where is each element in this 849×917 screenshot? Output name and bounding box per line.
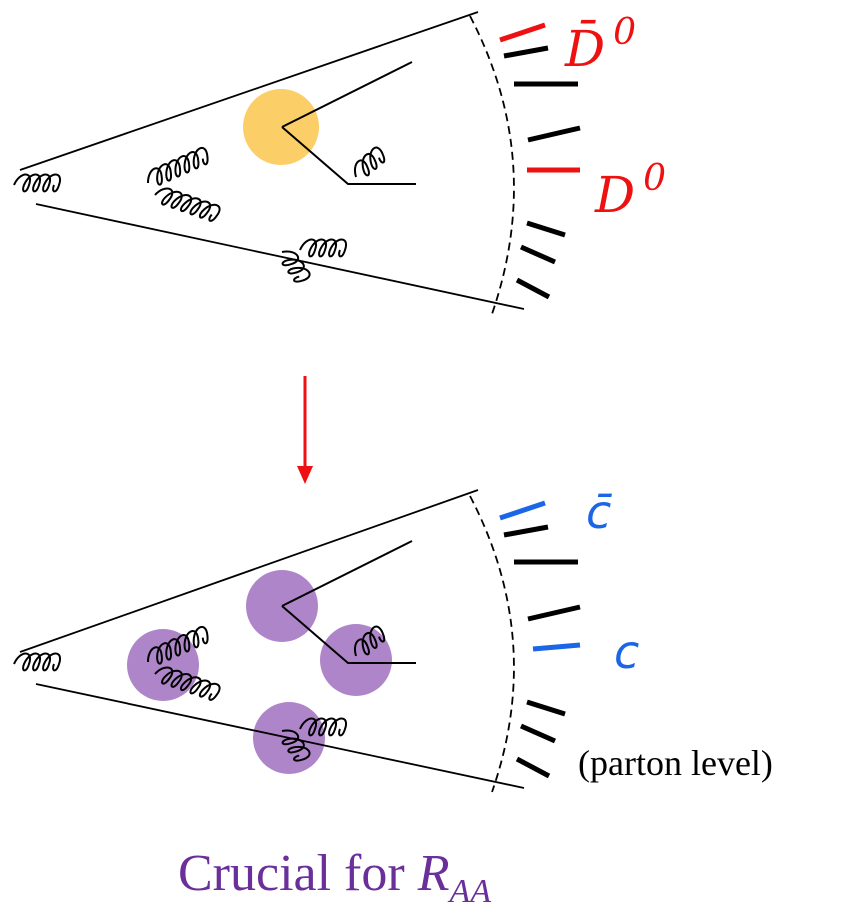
d0-superscript: 0 [643, 158, 666, 199]
dbar0-tick [499, 22, 546, 43]
caption-symbol: R [417, 845, 450, 902]
quark-line-lower [281, 126, 416, 185]
jet-cone-dashed-arc [469, 495, 515, 793]
particle-tick [519, 723, 557, 744]
c-tick [532, 642, 581, 652]
quark-line-upper [281, 540, 413, 607]
particle-tick [527, 125, 581, 143]
particle-tick [519, 244, 557, 265]
dbar0-label: D̄0 [564, 12, 636, 78]
cbar-tick [499, 500, 546, 521]
particle-tick [526, 699, 566, 717]
dbar0-superscript: 0 [613, 12, 636, 53]
incoming-gluon [13, 652, 62, 672]
jet-cone-dashed-arc [469, 15, 515, 315]
gluon-lower-drop [275, 244, 313, 287]
d0-symbol: D [594, 166, 635, 224]
down-arrow-icon [297, 376, 313, 484]
cbar-label: c̄ [586, 485, 612, 539]
c-label: c [614, 625, 639, 679]
caption-subscript: AA [447, 873, 491, 910]
incoming-gluon [13, 173, 62, 193]
medium-interaction-blob [320, 624, 392, 696]
gluon-upper-branch [142, 145, 212, 190]
jet-cone-upper-edge [19, 11, 479, 171]
medium-interaction-blob [127, 629, 199, 701]
parton-level-note: (parton level) [578, 743, 773, 783]
particle-tick [526, 220, 566, 238]
parton-level-jet: c̄ c (parton level) [13, 485, 773, 793]
dbar0-symbol: D̄ [564, 19, 605, 78]
gluon-lower-branch [151, 184, 222, 224]
particle-tick [515, 756, 551, 779]
gluon-lower-straight [299, 238, 348, 258]
quark-line-lower [281, 605, 416, 664]
hard-vertex-blob [243, 89, 319, 165]
quark-line-upper [281, 61, 413, 128]
caption: Crucial for RAA [178, 845, 491, 910]
particle-tick [503, 45, 549, 59]
particle-tick [515, 277, 551, 300]
caption-text: Crucial for [178, 845, 418, 902]
particle-tick [503, 524, 549, 538]
jet-cone-lower-edge [35, 683, 525, 789]
particle-tick [527, 604, 581, 622]
jet-cone-lower-edge [35, 203, 525, 310]
jet-cone-upper-edge [19, 489, 479, 653]
gluon-mid-right [348, 144, 389, 183]
